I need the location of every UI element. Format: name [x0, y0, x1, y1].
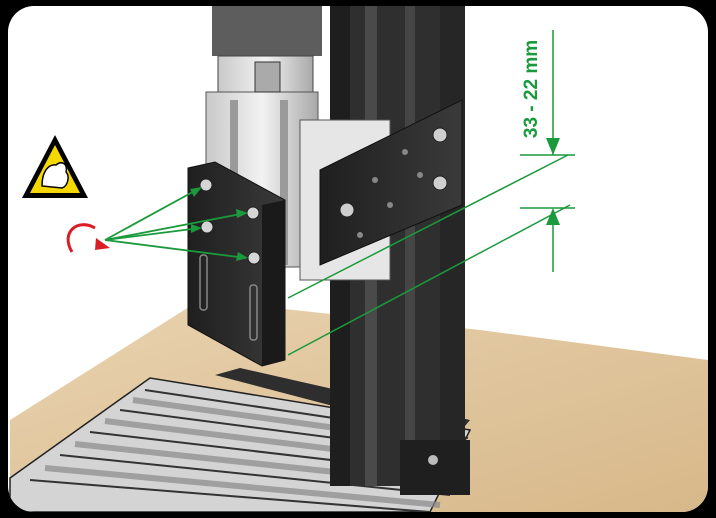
screw-leader-arrows — [104, 187, 247, 259]
screw — [199, 178, 213, 192]
screw — [246, 206, 260, 220]
dimension-arrow-up — [546, 208, 560, 225]
dimension-arrow-down — [546, 138, 560, 155]
dimension-lines — [287, 30, 575, 356]
clockwise-rotation-arrow-icon — [66, 223, 110, 253]
strong-arm-warning-icon — [22, 135, 88, 198]
screw — [247, 251, 261, 265]
spindle-mount-plate — [187, 161, 286, 367]
screw — [200, 220, 214, 234]
carriage-plate — [319, 99, 463, 266]
